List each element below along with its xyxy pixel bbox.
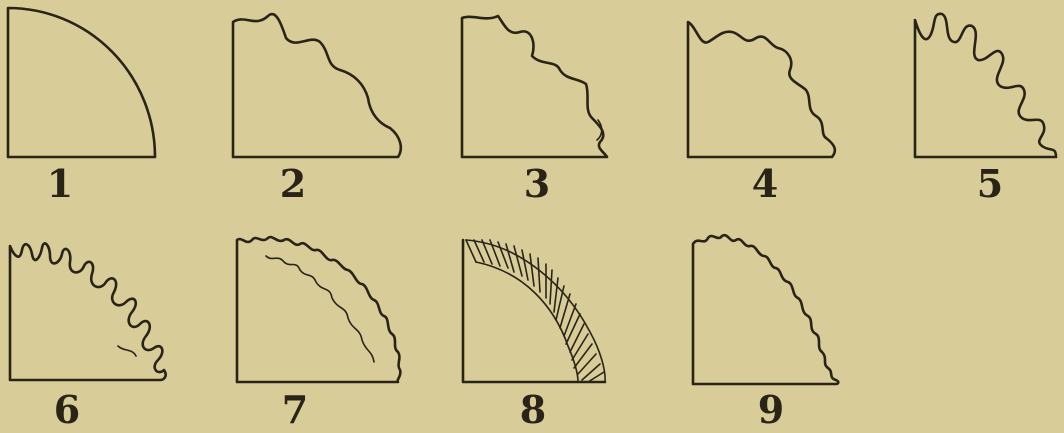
figure-7-label: 7: [282, 387, 308, 432]
figure-2-outline: [233, 14, 401, 157]
figure-8-band-inner-edge: [476, 262, 578, 382]
figure-5: 5: [915, 14, 1056, 206]
figure-7-outline: [237, 237, 400, 382]
figure-5-label: 5: [977, 161, 1003, 206]
figure-1: 1: [8, 8, 155, 206]
figure-6-label: 6: [54, 387, 80, 432]
figure-2-label: 2: [280, 161, 306, 206]
figure-6-outline: [10, 243, 166, 380]
figure-4-outline: [688, 22, 835, 157]
figure-9-outline: [693, 235, 838, 384]
figure-8-hatched-band: [466, 240, 604, 382]
figure-4-label: 4: [752, 161, 778, 206]
figure-1-label: 1: [47, 161, 73, 206]
figure-8-label: 8: [520, 387, 546, 432]
figure-6-inner-fold: [118, 346, 136, 356]
figure-5-outline: [915, 14, 1056, 157]
figure-3-outline: [462, 16, 607, 157]
figure-3: 3: [462, 16, 607, 206]
figure-7-inner-lobes: [266, 256, 374, 362]
figure-4: 4: [688, 22, 835, 206]
figure-8-band-outer-edge: [466, 240, 605, 382]
figure-3-label: 3: [524, 161, 550, 206]
figure-7: 7: [237, 237, 400, 432]
figure-1-outline: [8, 8, 155, 157]
figure-2: 2: [233, 14, 401, 206]
figure-9-label: 9: [758, 387, 784, 432]
figure-6: 6: [10, 243, 166, 432]
figure-9: 9: [693, 235, 838, 432]
figure-8: 8: [463, 240, 605, 432]
